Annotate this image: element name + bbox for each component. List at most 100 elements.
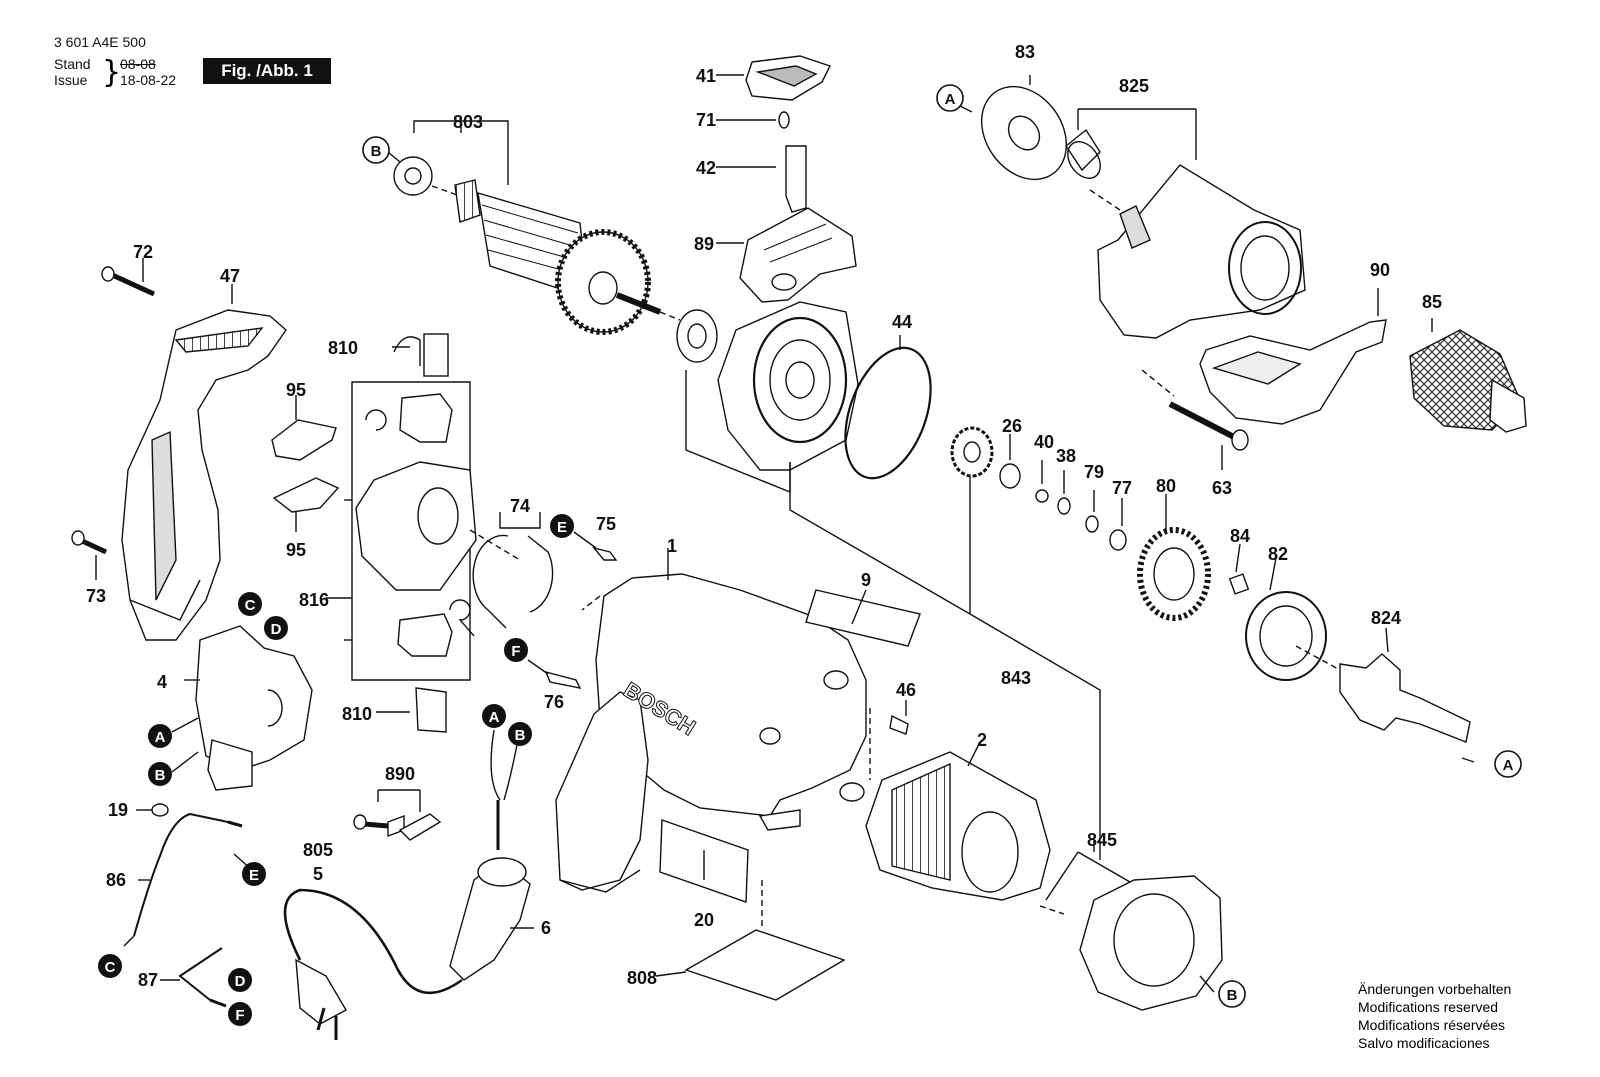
part-label-843: 843 bbox=[1001, 668, 1031, 688]
gear-26 bbox=[950, 426, 994, 478]
handle-housing-part bbox=[121, 284, 287, 641]
document-number: 3 601 A4E 500 bbox=[54, 34, 146, 50]
connector-line-b-right bbox=[1199, 975, 1215, 993]
screw-46 bbox=[869, 700, 909, 780]
part-label-77: 77 bbox=[1112, 478, 1132, 498]
brace-symbol: } bbox=[102, 55, 122, 90]
gear-80 bbox=[1137, 494, 1211, 621]
part-label-5: 5 bbox=[313, 864, 323, 884]
label-sticker-808 bbox=[655, 880, 846, 1001]
part-label-89: 89 bbox=[694, 234, 714, 254]
connector-marker-b-cable: B bbox=[508, 722, 532, 746]
svg-text:A: A bbox=[1503, 757, 1514, 774]
connector-marker-c-switch: C bbox=[238, 592, 262, 616]
gear-cover-part bbox=[1199, 288, 1387, 425]
figure-label: Fig. /Abb. 1 bbox=[203, 58, 331, 84]
stand-label: Stand bbox=[54, 56, 91, 72]
part-label-890: 890 bbox=[385, 764, 415, 784]
switch-button-part bbox=[716, 55, 831, 101]
brush-holder-group bbox=[326, 333, 521, 733]
connector-line-a-right bbox=[1461, 757, 1475, 763]
handle-screw-lower bbox=[71, 530, 108, 580]
part-label-86: 86 bbox=[106, 870, 126, 890]
part-label-808: 808 bbox=[627, 968, 657, 988]
switch-part bbox=[184, 625, 313, 791]
connector-marker-a-switch: A bbox=[148, 724, 172, 748]
part-label-20: 20 bbox=[694, 910, 714, 930]
ring-79 bbox=[1085, 490, 1099, 533]
date-new: 18-08-22 bbox=[120, 72, 177, 88]
part-label-816: 816 bbox=[299, 590, 329, 610]
svg-text:E: E bbox=[249, 867, 259, 884]
part-label-1: 1 bbox=[667, 536, 677, 556]
part-label-80: 80 bbox=[1156, 476, 1176, 496]
part-label-824: 824 bbox=[1371, 608, 1401, 628]
connector-line-b bbox=[171, 751, 199, 773]
top-cover-part bbox=[716, 207, 857, 303]
note-line: Salvo modificaciones bbox=[1358, 1035, 1490, 1051]
strain-relief-890 bbox=[353, 789, 442, 841]
svg-text:A: A bbox=[945, 91, 956, 108]
part-label-803: 803 bbox=[453, 112, 483, 132]
connector-marker-b-top: B bbox=[362, 136, 390, 164]
brush-spring-rings bbox=[472, 512, 554, 629]
washer-77 bbox=[1109, 498, 1127, 551]
connector-marker-a-right: A bbox=[1494, 750, 1522, 778]
connector-marker-e-86: E bbox=[242, 862, 266, 886]
part-label-810-bottom: 810 bbox=[342, 704, 372, 724]
power-cord-part bbox=[283, 857, 534, 1040]
part-label-95-top: 95 bbox=[286, 380, 306, 400]
part-label-4: 4 bbox=[157, 672, 167, 692]
svg-text:C: C bbox=[245, 597, 256, 614]
spindle-824 bbox=[1295, 627, 1471, 743]
modification-notes: Änderungen vorbehalten Modifications res… bbox=[1358, 980, 1511, 1052]
part-label-85: 85 bbox=[1422, 292, 1442, 312]
part-label-75: 75 bbox=[596, 514, 616, 534]
connector-line-b-top bbox=[387, 151, 401, 163]
part-label-73: 73 bbox=[86, 586, 106, 606]
slider-part bbox=[716, 145, 807, 213]
part-label-46: 46 bbox=[896, 680, 916, 700]
part-label-845: 845 bbox=[1087, 830, 1117, 850]
part-label-825: 825 bbox=[1119, 76, 1149, 96]
connector-pin-e bbox=[573, 531, 618, 561]
lead-wire-86 bbox=[133, 812, 243, 937]
part-label-82: 82 bbox=[1268, 544, 1288, 564]
label-sticker-20 bbox=[659, 819, 749, 903]
note-line: Änderungen vorbehalten bbox=[1358, 981, 1512, 997]
svg-text:B: B bbox=[1227, 987, 1238, 1004]
part-label-63: 63 bbox=[1212, 478, 1232, 498]
svg-text:F: F bbox=[235, 1007, 244, 1024]
switch-screw-19 bbox=[136, 803, 169, 817]
part-label-44: 44 bbox=[892, 312, 912, 332]
pin-84 bbox=[1228, 543, 1250, 595]
part-label-38: 38 bbox=[1056, 446, 1076, 466]
connector-marker-f-87: F bbox=[228, 1002, 252, 1026]
svg-text:C: C bbox=[105, 959, 116, 976]
part-label-90: 90 bbox=[1370, 260, 1390, 280]
ball-40 bbox=[1035, 460, 1049, 503]
small-spring-part bbox=[716, 111, 790, 129]
part-label-84: 84 bbox=[1230, 526, 1250, 546]
part-label-42: 42 bbox=[696, 158, 716, 178]
note-line: Modifications reserved bbox=[1358, 999, 1499, 1015]
connector-marker-e-75: E bbox=[550, 514, 574, 538]
part-label-19: 19 bbox=[108, 800, 128, 820]
needle-bearing-26 bbox=[999, 434, 1021, 489]
part-label-40: 40 bbox=[1034, 432, 1054, 452]
part-label-810-top: 810 bbox=[328, 338, 358, 358]
part-label-71: 71 bbox=[696, 110, 716, 130]
issue-label: Issue bbox=[54, 72, 88, 88]
part-label-74: 74 bbox=[510, 496, 530, 516]
part-label-83: 83 bbox=[1015, 42, 1035, 62]
connector-marker-d-87: D bbox=[228, 968, 252, 992]
connector-line-a bbox=[171, 717, 199, 733]
armature-part bbox=[393, 120, 681, 335]
svg-text:E: E bbox=[557, 519, 567, 536]
motor-housing-part bbox=[555, 548, 867, 893]
part-label-47: 47 bbox=[220, 266, 240, 286]
part-label-41: 41 bbox=[696, 66, 716, 86]
bearing-part bbox=[676, 309, 718, 363]
